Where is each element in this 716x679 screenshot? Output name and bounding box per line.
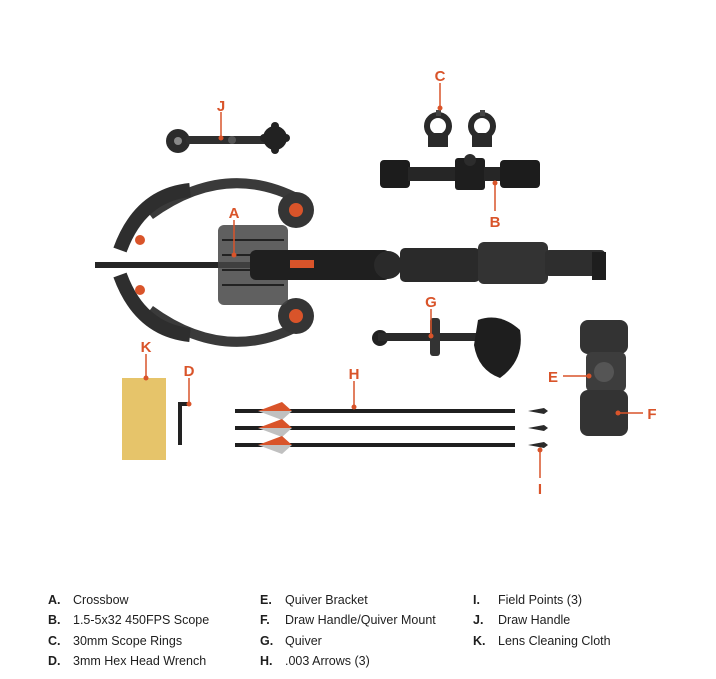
leader-lines (145, 83, 643, 478)
callout-k: K (141, 339, 152, 356)
callout-e: E (548, 369, 558, 386)
legend-item: H..003 Arrows (3) (260, 653, 370, 668)
legend-column-3: I.Field Points (3) J.Draw Handle K.Lens … (473, 590, 611, 651)
legend-item: K.Lens Cleaning Cloth (473, 633, 611, 648)
legend-item: E.Quiver Bracket (260, 593, 368, 607)
callout-b: B (490, 214, 501, 231)
crossbow-part (95, 178, 606, 347)
draw-handle-part (166, 122, 290, 154)
legend-item: B.1.5-5x32 450FPS Scope (48, 613, 210, 628)
arrows-part (235, 402, 515, 454)
scope-part (380, 154, 540, 190)
callout-a: A (229, 205, 240, 222)
lens-cloth-part (122, 378, 166, 460)
legend-item: I.Field Points (3) (473, 593, 583, 607)
parts-diagram: J C B A G E F K D H I (95, 68, 657, 498)
legend-column-2: E.Quiver Bracket F.Draw Handle/Quiver Mo… (260, 590, 436, 671)
callout-f: F (647, 406, 656, 423)
legend-item: G.Quiver (260, 633, 322, 648)
field-points-part (528, 408, 548, 448)
parts-legend: A.Crossbow B.1.5-5x32 450FPS Scope C.30m… (0, 590, 716, 679)
quiver-part (372, 317, 521, 378)
callout-g: G (425, 294, 437, 311)
legend-item: D.3mm Hex Head Wrench (48, 653, 207, 668)
scope-rings-part (424, 110, 496, 147)
legend-item: C.30mm Scope Rings (48, 633, 183, 648)
callout-c: C (435, 68, 446, 85)
hex-wrench-part (178, 402, 190, 445)
callout-j: J (217, 98, 225, 115)
callout-i: I (538, 481, 542, 498)
legend-column-1: A.Crossbow B.1.5-5x32 450FPS Scope C.30m… (48, 590, 209, 671)
quiver-bracket-part (580, 320, 628, 436)
legend-item: A.Crossbow (48, 593, 129, 607)
legend-item: J.Draw Handle (473, 613, 571, 628)
callout-d: D (184, 363, 195, 380)
leader-dots (143, 105, 621, 453)
legend-item: F.Draw Handle/Quiver Mount (260, 613, 436, 628)
callout-h: H (349, 366, 360, 383)
